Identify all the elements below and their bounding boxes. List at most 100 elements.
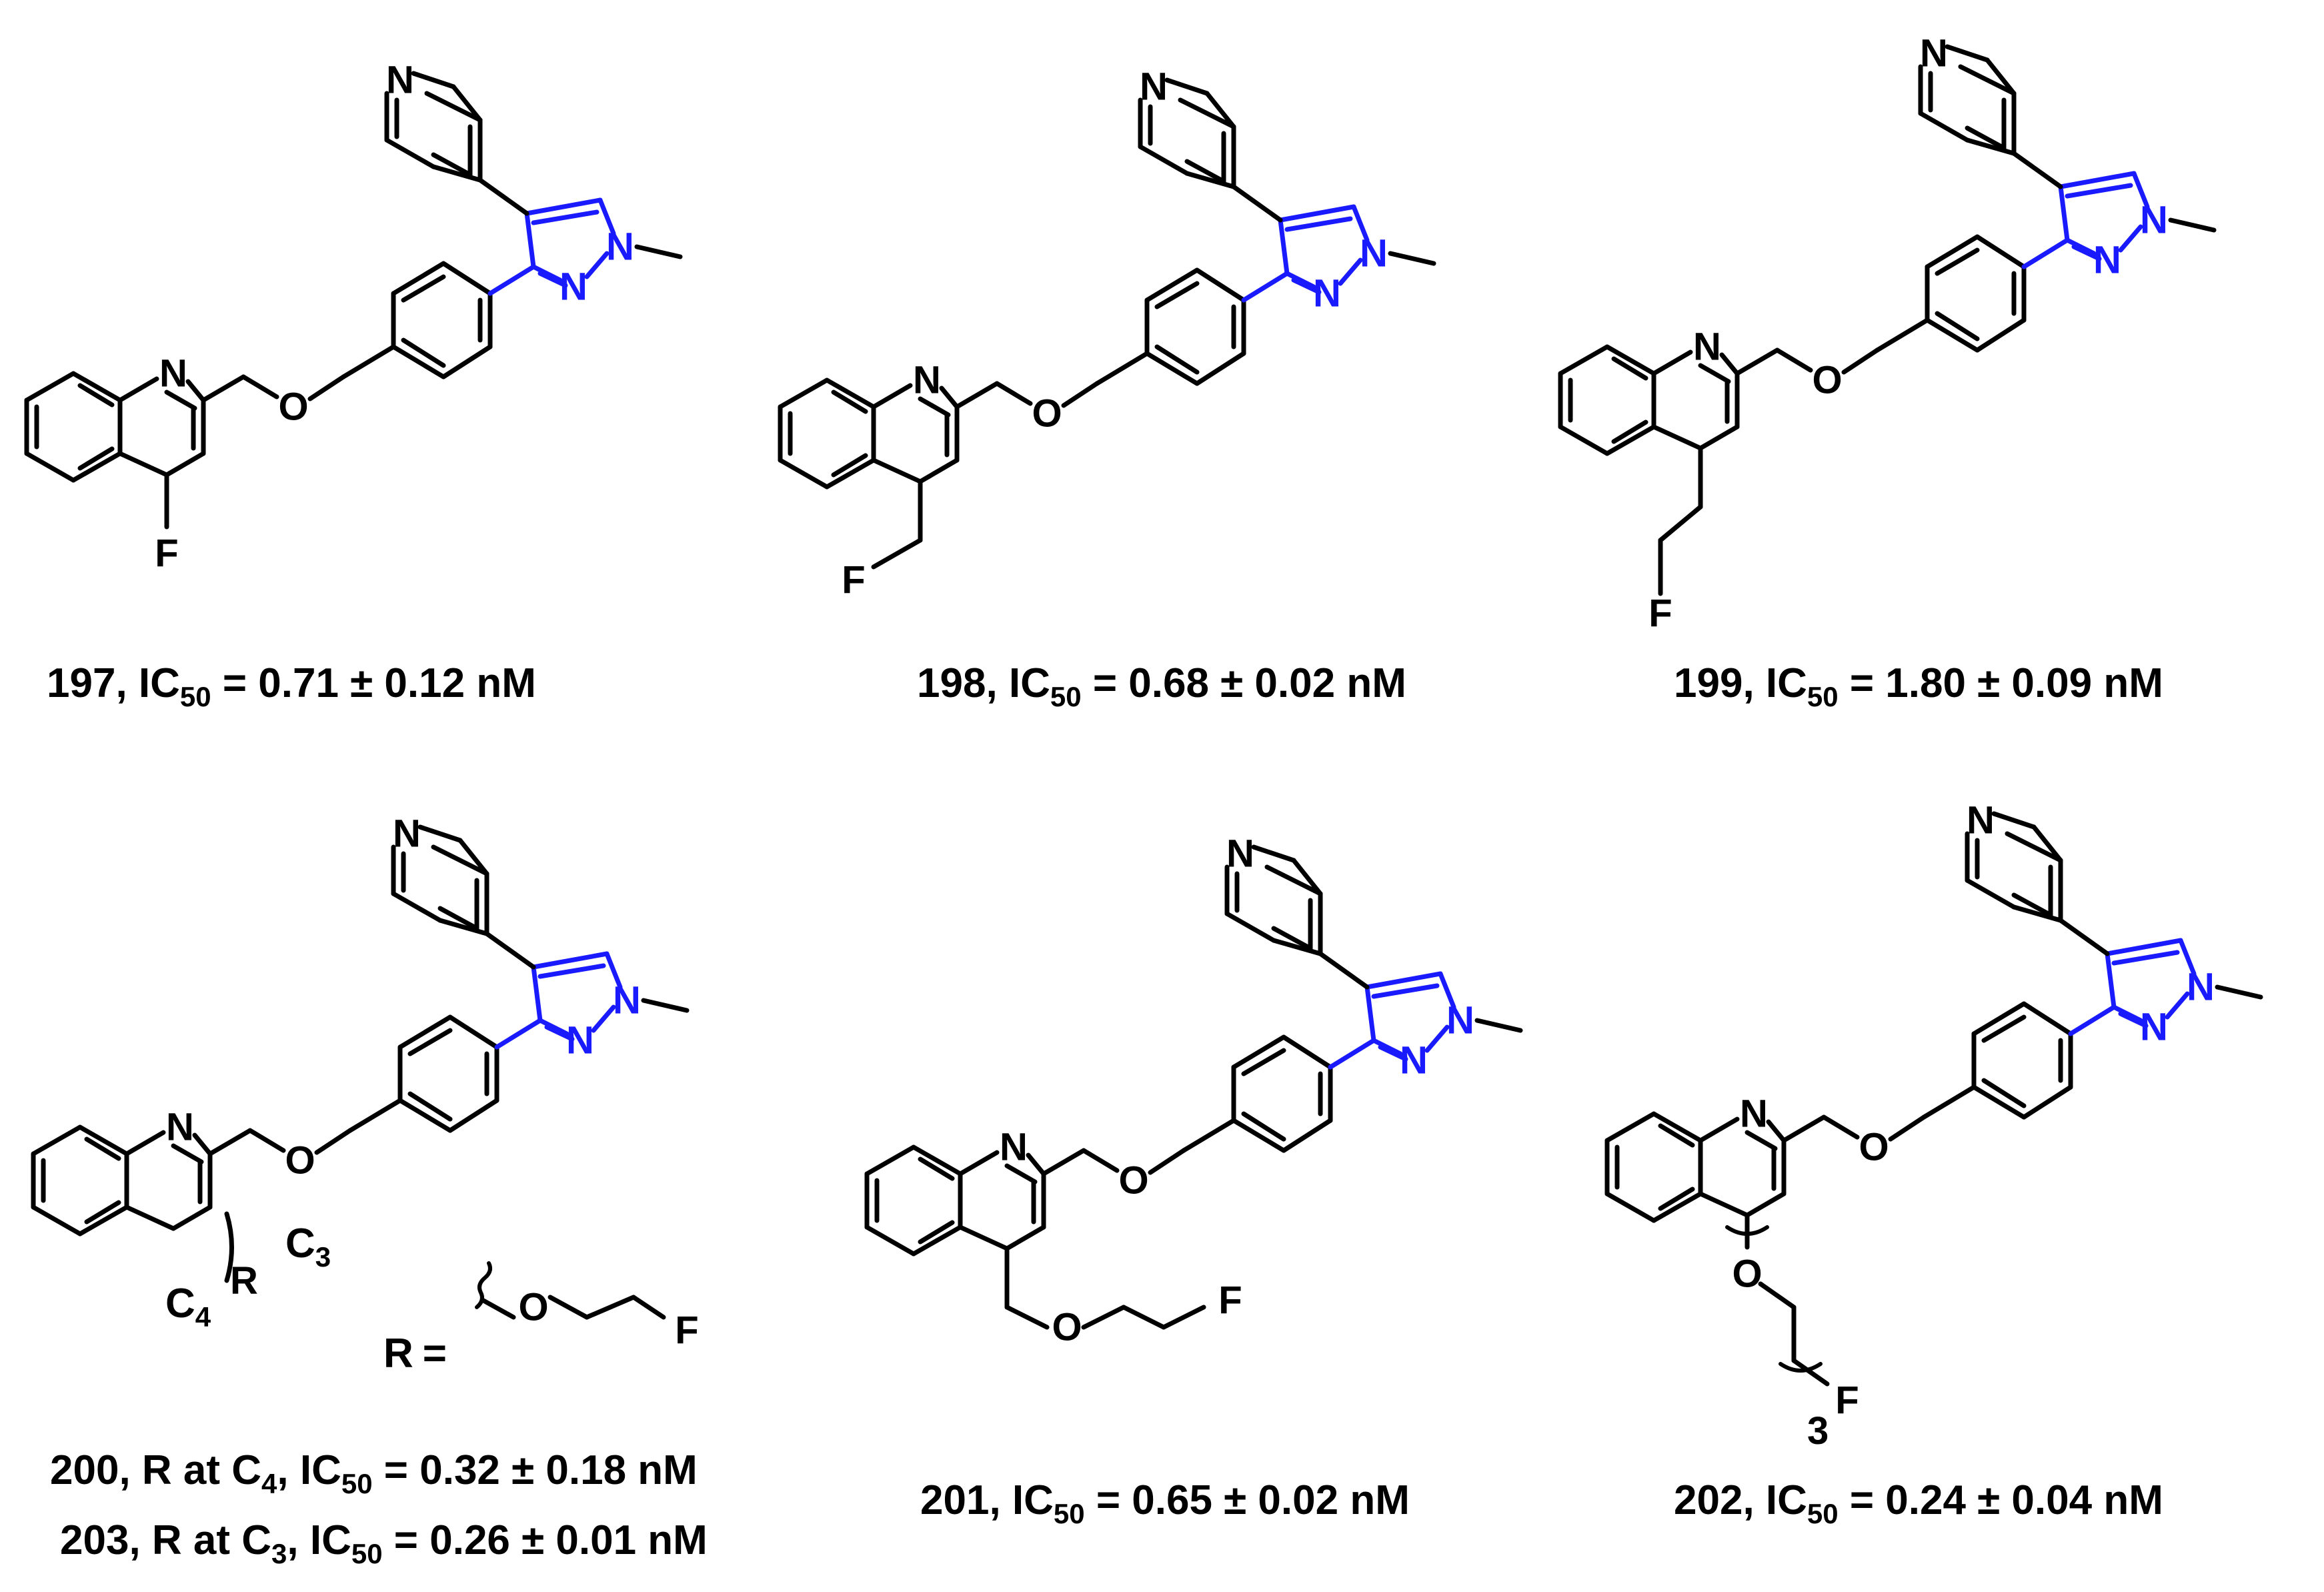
bond — [117, 451, 169, 478]
bond — [1144, 351, 1200, 386]
bond — [401, 274, 446, 303]
quinoline-n: N — [159, 352, 187, 395]
r-definition-label: R= — [383, 1331, 447, 1377]
bond — [631, 1295, 666, 1320]
bond — [918, 1220, 955, 1245]
bond — [1975, 234, 2027, 269]
bond — [484, 931, 536, 970]
bond — [1698, 424, 1740, 451]
bond — [2065, 183, 2133, 199]
bond — [2071, 244, 2102, 261]
bond — [1424, 1024, 1450, 1053]
bond — [124, 1205, 176, 1231]
bond — [2118, 224, 2143, 253]
bond — [1148, 1148, 1186, 1175]
bond — [1281, 1034, 1333, 1070]
bond — [954, 381, 1000, 410]
bond — [1611, 356, 1648, 381]
bond — [1604, 1191, 1656, 1223]
bond — [447, 1014, 499, 1050]
bond — [124, 1130, 166, 1156]
bond — [939, 385, 960, 410]
bond — [77, 446, 115, 471]
caption-199: 199, IC50 = 1.80 ± 0.09 nM — [1674, 660, 2163, 712]
bond — [1658, 1123, 1695, 1148]
bond — [1558, 424, 1610, 456]
r-chain-f: F — [675, 1309, 698, 1353]
bond — [1651, 1191, 1703, 1223]
bond — [84, 1200, 121, 1225]
bond — [544, 1024, 575, 1042]
bond — [2105, 951, 2117, 1010]
caption-198: 198, IC50 = 0.68 ± 0.02 nM — [917, 660, 1406, 712]
bond — [1351, 204, 1370, 243]
c4-position-label: C4 — [165, 1281, 211, 1333]
bond — [1558, 344, 1610, 376]
bond — [1925, 234, 1980, 269]
quinoline-n: N — [913, 359, 941, 402]
bond — [1758, 1281, 1797, 1310]
bond — [2178, 938, 2197, 976]
bond — [1184, 171, 1236, 189]
bond — [207, 1128, 253, 1156]
bond — [1041, 1148, 1086, 1176]
bond — [1161, 1305, 1206, 1330]
bond — [1241, 1111, 1286, 1142]
bond — [2011, 892, 2053, 918]
bond — [1875, 317, 1930, 353]
bond — [1604, 1111, 1656, 1143]
bond — [1791, 1358, 1830, 1387]
bond — [1154, 281, 1200, 309]
bond — [1004, 1225, 1046, 1251]
bond — [1958, 64, 2017, 96]
bond — [31, 1124, 83, 1156]
bond — [31, 1205, 83, 1237]
bond — [524, 197, 603, 216]
bond — [2021, 237, 2070, 269]
chain-o: O — [1052, 1306, 1082, 1349]
bond — [1241, 271, 1290, 303]
bond — [1775, 347, 1813, 373]
bond — [531, 964, 543, 1023]
bond — [871, 538, 923, 570]
bond — [1278, 204, 1356, 223]
bond — [1281, 1118, 1333, 1153]
bond — [2021, 1001, 2073, 1036]
bond — [451, 84, 483, 123]
bond — [407, 1091, 453, 1122]
bond — [347, 1098, 403, 1133]
bond — [1981, 1078, 2027, 1108]
bond — [1371, 1038, 1403, 1056]
bond — [1651, 349, 1693, 376]
repeat-bracket-top — [1725, 1225, 1769, 1236]
r-group-chain: OF — [475, 1261, 699, 1353]
bond — [1734, 347, 1780, 376]
bond — [171, 1143, 204, 1164]
bond — [531, 951, 610, 970]
bond — [1094, 351, 1150, 386]
bond — [431, 844, 489, 876]
bond — [831, 453, 868, 478]
bond — [871, 383, 913, 410]
bond — [1231, 1118, 1286, 1153]
bond — [1328, 1038, 1376, 1070]
bond — [2111, 1004, 2143, 1023]
caption-201: 201, IC50 = 0.65 ± 0.02 nM — [920, 1477, 1410, 1529]
bond — [1985, 57, 2017, 96]
bond — [1719, 352, 1740, 376]
bond — [411, 71, 456, 89]
bond — [1224, 911, 1276, 943]
bond — [1251, 844, 1296, 863]
quinoline-n: N — [1740, 1092, 1768, 1136]
bond — [2165, 991, 2190, 1020]
bond — [1781, 1114, 1827, 1143]
bond — [314, 1128, 353, 1155]
bond — [494, 1018, 543, 1050]
bond — [397, 1098, 453, 1133]
bond — [1766, 1119, 1787, 1143]
bond — [1698, 1191, 1750, 1218]
